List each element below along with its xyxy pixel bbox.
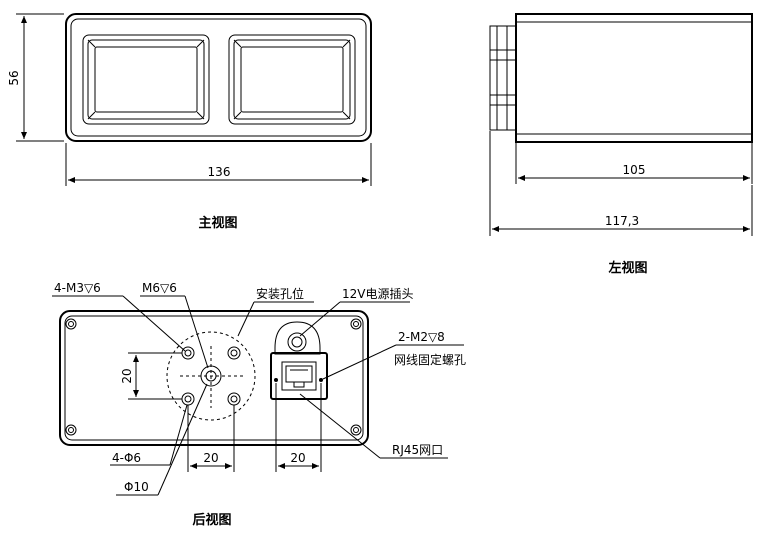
mount-hole-pattern [166, 331, 256, 421]
left-view-title: 左视图 [608, 260, 647, 276]
front-housing-outline [65, 13, 372, 142]
leader-power-jack: 12V电源插头 [299, 287, 413, 337]
leader-center-diameter: Φ10 [116, 383, 208, 496]
label-rj45-screws-desc: 网线固定螺孔 [394, 352, 466, 367]
front-window-right [228, 34, 356, 125]
leader-corner-holes: 4-M3▽6 [52, 281, 186, 352]
left-body-dimension: 105 [515, 143, 753, 184]
leader-mount-position: 安装孔位 [237, 286, 314, 337]
label-rj45-screws: 2-M2▽8 [398, 330, 445, 344]
left-view: 105 117,3 左视图 [489, 13, 753, 276]
label-corner-holes: 4-M3▽6 [54, 281, 101, 295]
rj45-screw-left [274, 378, 278, 382]
mount-position-circle [166, 331, 256, 421]
power-jack [274, 321, 321, 355]
leader-rj45-screws: 2-M2▽8 网线固定螺孔 [322, 330, 466, 380]
leader-rj45: RJ45网口 [299, 393, 448, 459]
label-power-jack: 12V电源插头 [342, 287, 413, 301]
left-body [515, 13, 753, 143]
front-housing-inner [70, 18, 367, 137]
label-center-diameter: Φ10 [124, 480, 149, 494]
rear-holes-spacing-dimension: 20 [187, 405, 235, 472]
rj45-screw-right [319, 378, 323, 382]
rear-view-title: 后视图 [192, 512, 231, 528]
leader-hole-diameter: 4-Φ6 [110, 404, 188, 466]
rear-rj45-spacing-dimension: 20 [275, 383, 322, 472]
rj45-port [270, 352, 328, 400]
rear-view: 20 20 20 4-M3▽6 M6▽6 [52, 281, 466, 528]
left-body-value: 105 [623, 163, 646, 177]
front-width-dimension: 136 [65, 143, 372, 186]
front-window-left [82, 34, 210, 125]
front-height-value: 56 [7, 70, 21, 85]
left-bezel [489, 25, 517, 131]
label-mount-position: 安装孔位 [256, 286, 304, 301]
rear-vertical-dimension: 20 [120, 352, 182, 400]
label-center-hole: M6▽6 [142, 281, 177, 295]
front-width-value: 136 [208, 165, 231, 179]
left-overall-dimension: 117,3 [489, 131, 753, 236]
rear-housing-outline [59, 310, 369, 446]
leader-center-hole: M6▽6 [140, 281, 209, 369]
label-hole-diameter: 4-Φ6 [112, 451, 141, 465]
rear-rj45-spacing-value: 20 [290, 451, 305, 465]
front-view: 56 136 主视图 [7, 13, 372, 231]
m6-center-hole [200, 365, 222, 387]
label-rj45: RJ45网口 [392, 443, 443, 457]
rear-housing-inner [64, 315, 364, 441]
rear-vertical-value: 20 [120, 368, 134, 383]
front-height-dimension: 56 [7, 13, 64, 142]
front-view-title: 主视图 [198, 215, 237, 231]
rear-corner-screws [65, 318, 362, 436]
left-overall-value: 117,3 [605, 214, 639, 228]
rear-holes-spacing-value: 20 [203, 451, 218, 465]
